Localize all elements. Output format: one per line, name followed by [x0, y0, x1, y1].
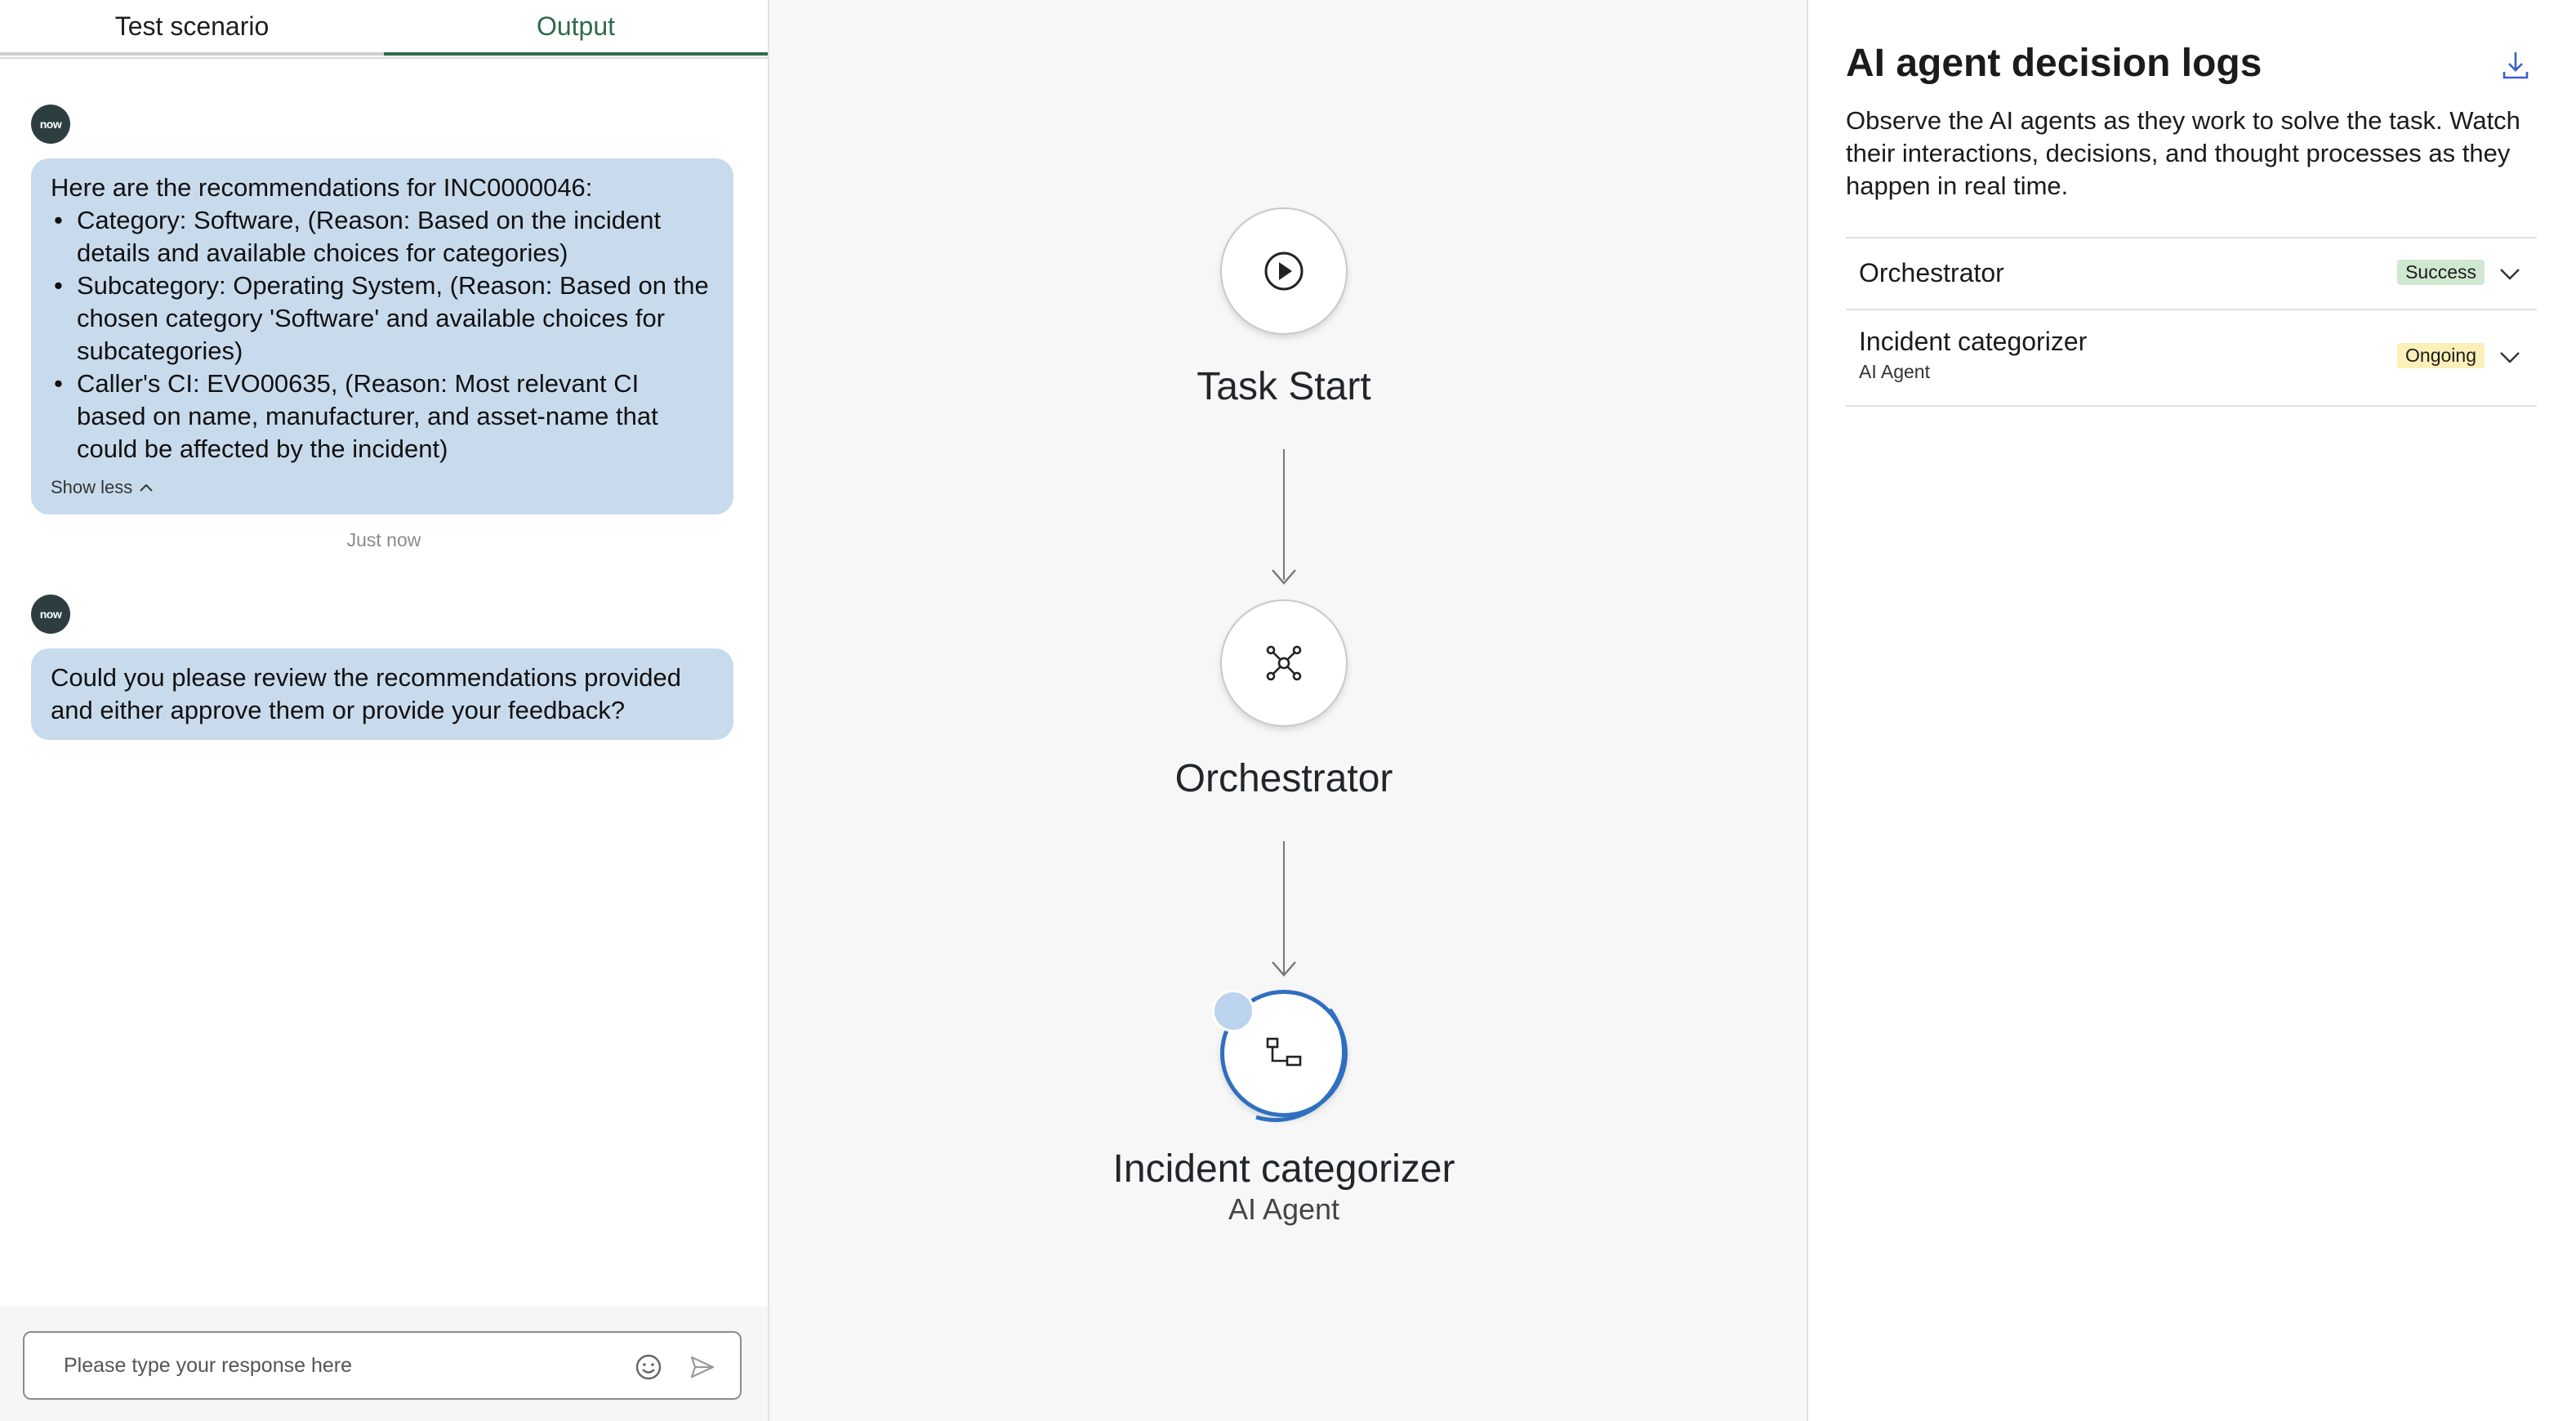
- arrow-down-icon: [1272, 961, 1296, 977]
- show-less-button[interactable]: Show less: [51, 475, 154, 500]
- tab-test-scenario[interactable]: Test scenario: [0, 0, 384, 56]
- message-bubble-recommendations: Here are the recommendations for INC0000…: [31, 158, 733, 514]
- list-item: Category: Software, (Reason: Based on th…: [51, 204, 714, 270]
- send-icon[interactable]: [688, 1352, 717, 1382]
- list-item: Caller's CI: EVO00635, (Reason: Most rel…: [51, 368, 714, 466]
- status-badge: Ongoing: [2397, 343, 2485, 368]
- composer-area: [0, 1307, 768, 1421]
- log-list: Orchestrator Success Incident categorize…: [1846, 237, 2537, 407]
- log-item-orchestrator[interactable]: Orchestrator Success: [1846, 237, 2537, 309]
- play-icon: [1264, 252, 1304, 291]
- emoji-icon[interactable]: [634, 1352, 663, 1382]
- node-label: Task Start: [1197, 365, 1371, 408]
- flow-connector: [1283, 449, 1285, 580]
- chat-panel: Test scenario Output now Here are the re…: [0, 0, 769, 1421]
- log-item-name: Incident categorizer: [1859, 327, 2088, 356]
- logs-title: AI agent decision logs: [1846, 42, 2262, 85]
- logs-description: Observe the AI agents as they work to so…: [1846, 106, 2520, 200]
- flow-connector: [1283, 841, 1285, 973]
- now-avatar: now: [31, 595, 70, 634]
- response-input[interactable]: [41, 1344, 629, 1387]
- decision-logs-panel: AI agent decision logs Observe the AI ag…: [1807, 0, 2576, 1421]
- message-timestamp: Just now: [346, 529, 421, 550]
- status-badge: Success: [2397, 260, 2485, 285]
- recommendation-list: Category: Software, (Reason: Based on th…: [51, 204, 714, 466]
- list-item: Subcategory: Operating System, (Reason: …: [51, 270, 714, 368]
- message-bubble-review: Could you please review the recommendati…: [31, 648, 733, 740]
- tab-bar: Test scenario Output: [0, 0, 768, 56]
- node-label: Orchestrator: [1174, 757, 1393, 800]
- node-label: Incident categorizer: [1112, 1147, 1455, 1191]
- agent-flow-canvas[interactable]: Task Start Orchestrator Inci: [769, 0, 1807, 1421]
- download-icon[interactable]: [2499, 49, 2532, 82]
- composer: [23, 1331, 742, 1400]
- orchestrator-node[interactable]: [1220, 599, 1348, 727]
- arrow-down-icon: [1272, 569, 1296, 585]
- now-avatar: now: [31, 105, 70, 144]
- progress-indicator-dot: [1212, 990, 1255, 1032]
- hierarchy-icon: [1266, 1037, 1302, 1067]
- chevron-up-icon: [140, 483, 153, 492]
- chevron-down-icon[interactable]: [2498, 345, 2522, 369]
- chat-messages[interactable]: now Here are the recommendations for INC…: [0, 57, 768, 1307]
- log-item-incident-categorizer[interactable]: Incident categorizer AI Agent Ongoing: [1846, 309, 2537, 407]
- node-sublabel: AI Agent: [1228, 1192, 1340, 1226]
- progress-ring-icon: [1255, 1008, 1346, 1122]
- network-icon: [1266, 645, 1302, 681]
- log-item-name: Orchestrator: [1859, 258, 2004, 287]
- log-item-sublabel: AI Agent: [1859, 361, 1930, 382]
- message-text: Could you please review the recommendati…: [51, 663, 681, 724]
- show-less-label: Show less: [51, 477, 133, 497]
- chevron-down-icon[interactable]: [2498, 261, 2522, 286]
- tab-output[interactable]: Output: [384, 0, 768, 56]
- message-intro: Here are the recommendations for INC0000…: [51, 173, 593, 202]
- task-start-node[interactable]: [1220, 207, 1348, 335]
